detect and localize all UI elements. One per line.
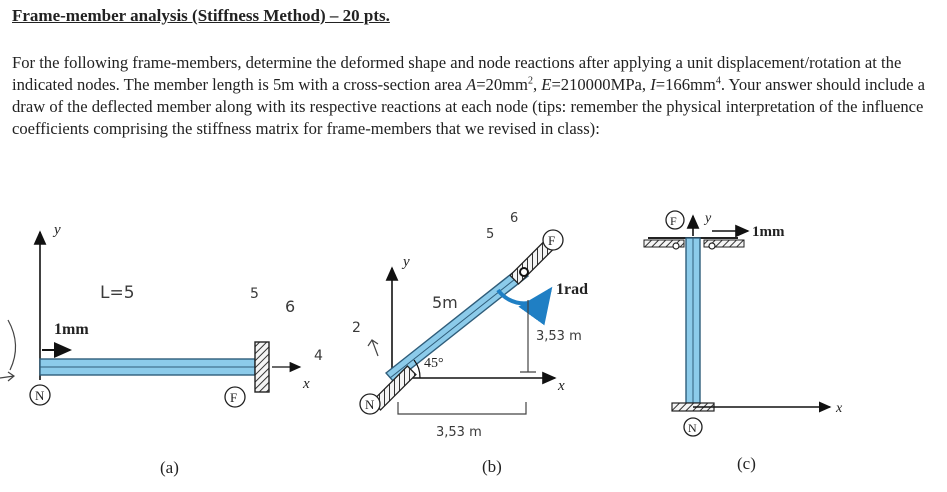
fig-c-displacement-label: 1mm xyxy=(752,224,785,240)
fig-c-caption: (c) xyxy=(737,454,756,473)
fig-a-caption: (a) xyxy=(160,458,179,477)
fig-b-hand-arrow-icon xyxy=(367,339,379,357)
inertia-value: =166mm xyxy=(655,75,716,94)
fig-c-roller-hatch-right xyxy=(703,239,745,248)
fig-b-hand-dim-vertical xyxy=(520,300,536,373)
fig-b-hand-dim-horizontal xyxy=(397,402,527,415)
area-symbol: A xyxy=(466,75,477,94)
fig-b-hand-length: 5m xyxy=(432,293,458,312)
fig-c-node-f-label: F xyxy=(670,214,677,228)
fig-a-node-n-label: N xyxy=(35,388,45,403)
inertia-exponent: 4 xyxy=(715,75,721,87)
fig-a-hand-curve-icon xyxy=(7,319,17,371)
fig-c-y-label: y xyxy=(703,211,712,226)
fig-a-hand-5: 5 xyxy=(250,286,259,302)
fig-a-hand-4: 4 xyxy=(314,348,323,364)
fig-b-hand-height: 3,53 m xyxy=(536,329,582,344)
fig-a-y-label: y xyxy=(52,222,61,238)
problem-statement: For the following frame-members, determi… xyxy=(12,52,934,140)
fig-b-hand-width: 3,53 m xyxy=(436,425,482,440)
figure-a: y 1mm N F x L=5 5 6 4 (a) xyxy=(0,222,323,477)
fig-c-roller-left-icon xyxy=(672,242,680,250)
fig-b-node-n-label: N xyxy=(365,397,375,412)
fig-b-rotation-label: 1rad xyxy=(556,281,588,298)
fig-a-hand-6: 6 xyxy=(285,297,295,316)
fig-b-y-label: y xyxy=(401,254,410,270)
figure-b: y x 1rad 45° N F 5m 3,53 m 3,53 m 5 6 2 … xyxy=(352,211,588,476)
fig-b-node-f-label: F xyxy=(548,233,555,248)
fig-a-node-f-icon xyxy=(224,386,246,408)
fig-b-node-n-icon xyxy=(359,393,381,415)
area-value: =20mm xyxy=(476,75,528,94)
fig-a-fixed-support xyxy=(254,341,270,393)
fig-a-displacement-label: 1mm xyxy=(54,321,89,338)
fig-b-joint-icon xyxy=(519,267,529,277)
figure-c: y 1mm F x N (c) xyxy=(643,210,843,473)
statement-part-1: For the following frame-members, determi… xyxy=(12,53,902,94)
modulus-value: =210000MPa, xyxy=(551,75,647,94)
fig-a-x-label: x xyxy=(302,376,310,392)
fig-b-hand-6: 6 xyxy=(510,211,518,226)
fig-c-roller-right-icon xyxy=(708,242,716,250)
fig-c-x-label: x xyxy=(835,401,843,416)
area-exponent: 2 xyxy=(527,75,533,87)
statement-part-3: . Your answer should include a draw of t… xyxy=(12,75,926,138)
fig-a-node-n-icon xyxy=(29,384,51,406)
fig-a-hand-length: L=5 xyxy=(100,283,135,303)
figures-panel: y 1mm N F x L=5 5 6 4 (a) y x 1rad 45° xyxy=(0,210,843,477)
statement-comma: , xyxy=(532,75,538,94)
fig-a-hand-arrow-icon xyxy=(0,371,16,382)
fig-b-member-centerline xyxy=(389,271,525,379)
problem-heading: Frame-member analysis (Stiffness Method)… xyxy=(12,6,390,25)
fig-b-hand-5: 5 xyxy=(486,227,494,242)
fig-b-angle-label: 45° xyxy=(424,356,444,371)
fig-b-hand-2: 2 xyxy=(352,320,361,336)
fig-b-node-f-icon xyxy=(542,229,564,251)
inertia-symbol: I xyxy=(650,75,656,94)
fig-b-rotation-arrow xyxy=(496,286,553,326)
fig-c-node-n-label: N xyxy=(688,421,697,435)
fig-b-angle-arc xyxy=(413,359,421,379)
fig-c-roller-hatch-left xyxy=(643,239,685,248)
fig-a-node-f-label: F xyxy=(230,390,237,405)
fig-b-x-label: x xyxy=(557,378,565,394)
modulus-symbol: E xyxy=(541,75,552,94)
fig-b-caption: (b) xyxy=(482,457,502,476)
fig-c-node-n-icon xyxy=(683,417,703,437)
fig-c-node-f-icon xyxy=(665,210,685,230)
